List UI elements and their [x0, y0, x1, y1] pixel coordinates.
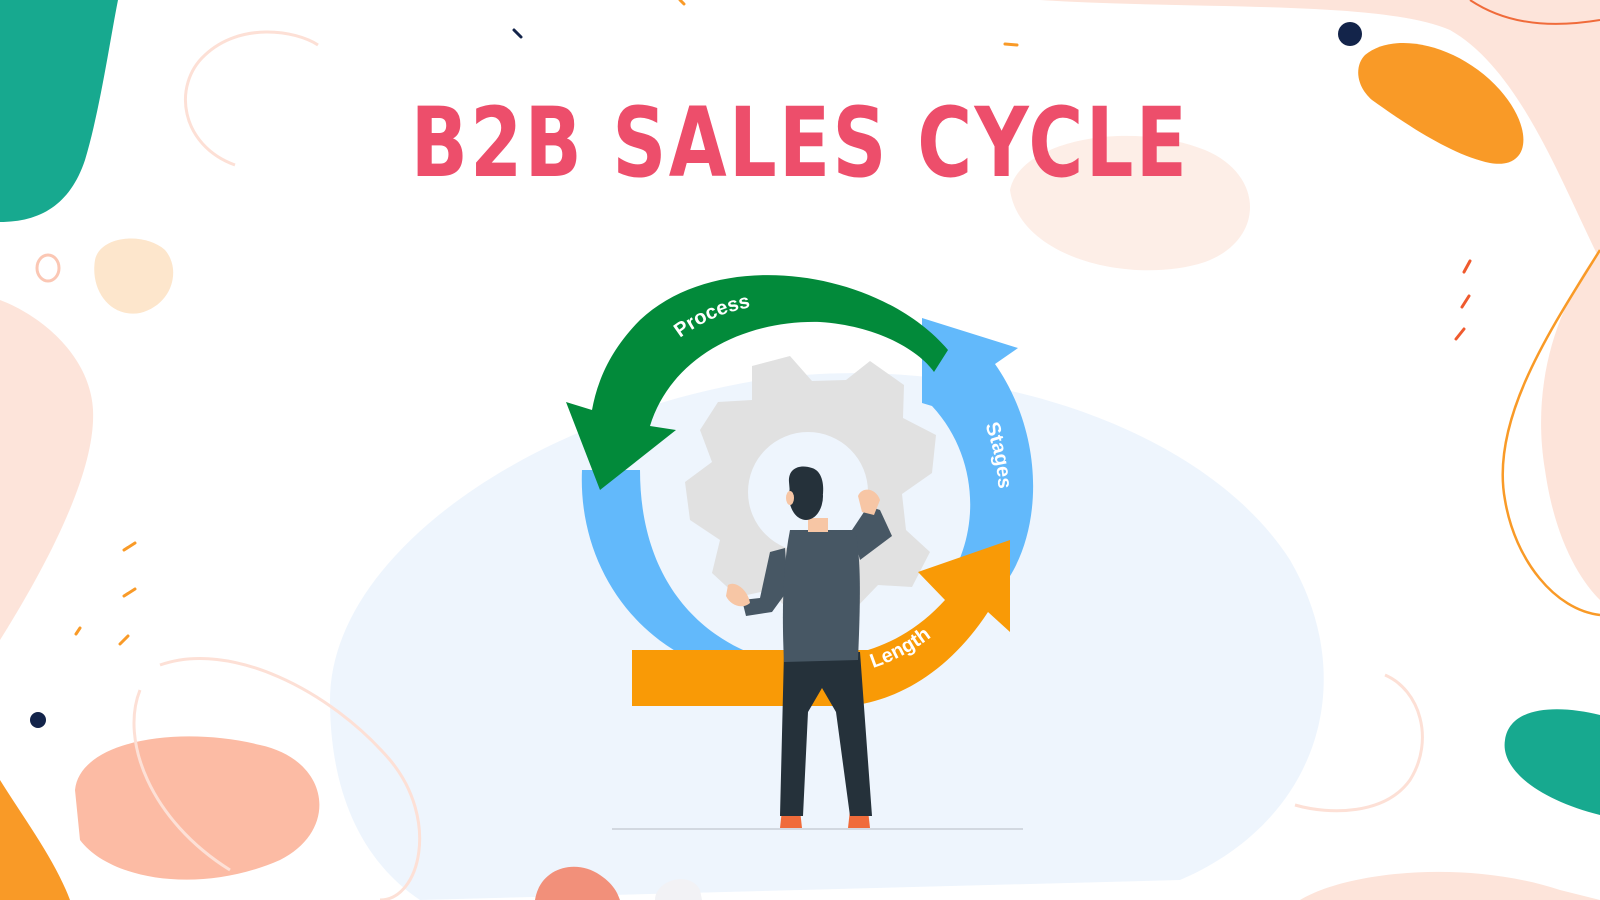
stages-arc: [922, 318, 1034, 590]
arm-left: [742, 548, 788, 616]
dash-marks-top: [512, 0, 1019, 47]
peach-blob-bottom-right: [1300, 871, 1600, 900]
teal-blob-right: [1504, 709, 1600, 815]
ear: [786, 491, 794, 505]
peach-blob-right: [1541, 250, 1600, 600]
length-bar: [632, 650, 780, 706]
navy-dot-right: [1338, 22, 1362, 46]
page-title: B2B SALES CYCLE: [410, 87, 1190, 199]
orange-blob-top-right: [1358, 42, 1524, 164]
neck: [808, 518, 828, 532]
orange-sliver: [0, 780, 70, 900]
salmon-blob-bottom-left: [75, 736, 320, 880]
peach-blob-left: [0, 300, 94, 640]
businessman-figure: [726, 466, 892, 828]
outline-curve-right: [1501, 249, 1600, 617]
hand-left: [726, 583, 750, 607]
pale-blob-title: [1010, 135, 1250, 271]
outline-curve-top-right: [1469, 0, 1600, 25]
dash-marks-left: [74, 541, 137, 646]
outline-ring: [183, 30, 319, 167]
arm-right: [852, 506, 892, 560]
navy-dot-left: [30, 712, 46, 728]
stages-arc-lower: [581, 470, 770, 668]
grey-blob-bottom: [655, 879, 702, 900]
outline-loop-bottom-left: [159, 656, 422, 900]
small-ring: [35, 253, 61, 283]
gear-icon: [685, 356, 936, 620]
hand-right: [858, 489, 880, 515]
peach-blob-top-right: [1040, 0, 1600, 260]
teal-blob-top-left: [0, 0, 118, 222]
jacket: [782, 530, 860, 662]
dash-marks-right: [1454, 259, 1472, 341]
outline-ring-right: [1294, 673, 1424, 813]
process-arc: [566, 275, 948, 490]
trousers: [780, 652, 872, 816]
hair: [788, 466, 824, 494]
cream-blob: [94, 238, 174, 314]
salmon-blob-bottom: [535, 866, 620, 900]
